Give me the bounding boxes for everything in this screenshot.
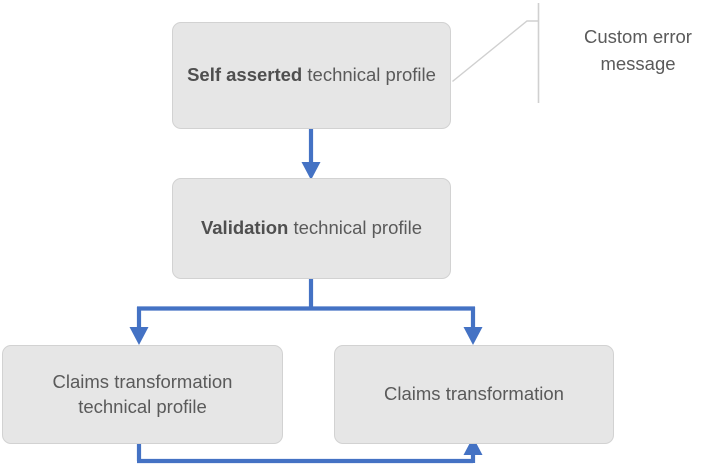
node-claims-transformation[interactable]: Claims transformation	[334, 345, 614, 444]
callout-line-1: Custom error	[584, 26, 692, 47]
connector-validation-branch	[129, 279, 483, 345]
node-self-asserted-technical-profile[interactable]: Self asserted technical profile	[172, 22, 451, 129]
callout-leader-line	[452, 3, 540, 103]
callout-custom-error-message: Custom error message	[552, 24, 724, 78]
callout-line-2: message	[600, 52, 676, 74]
node-claims-transformation-technical-profile[interactable]: Claims transformation technical profile	[2, 345, 283, 444]
node-validation-technical-profile[interactable]: Validation technical profile	[172, 178, 451, 279]
node-validation-label: Validation technical profile	[187, 216, 436, 240]
node-validation-emphasis: Validation	[200, 217, 289, 239]
node-claims-transformation-label: Claims transformation	[384, 383, 564, 405]
node-validation-rest: technical profile	[288, 217, 423, 239]
node-claims-transformation-technical-profile-label: Claims transformation technical profile	[52, 371, 233, 417]
node-self-asserted-label: Self asserted technical profile	[187, 63, 436, 87]
node-self-asserted-rest: technical profile	[302, 64, 436, 86]
node-self-asserted-emphasis: Self asserted	[187, 64, 303, 86]
connector-self-asserted-to-validation	[301, 129, 321, 180]
